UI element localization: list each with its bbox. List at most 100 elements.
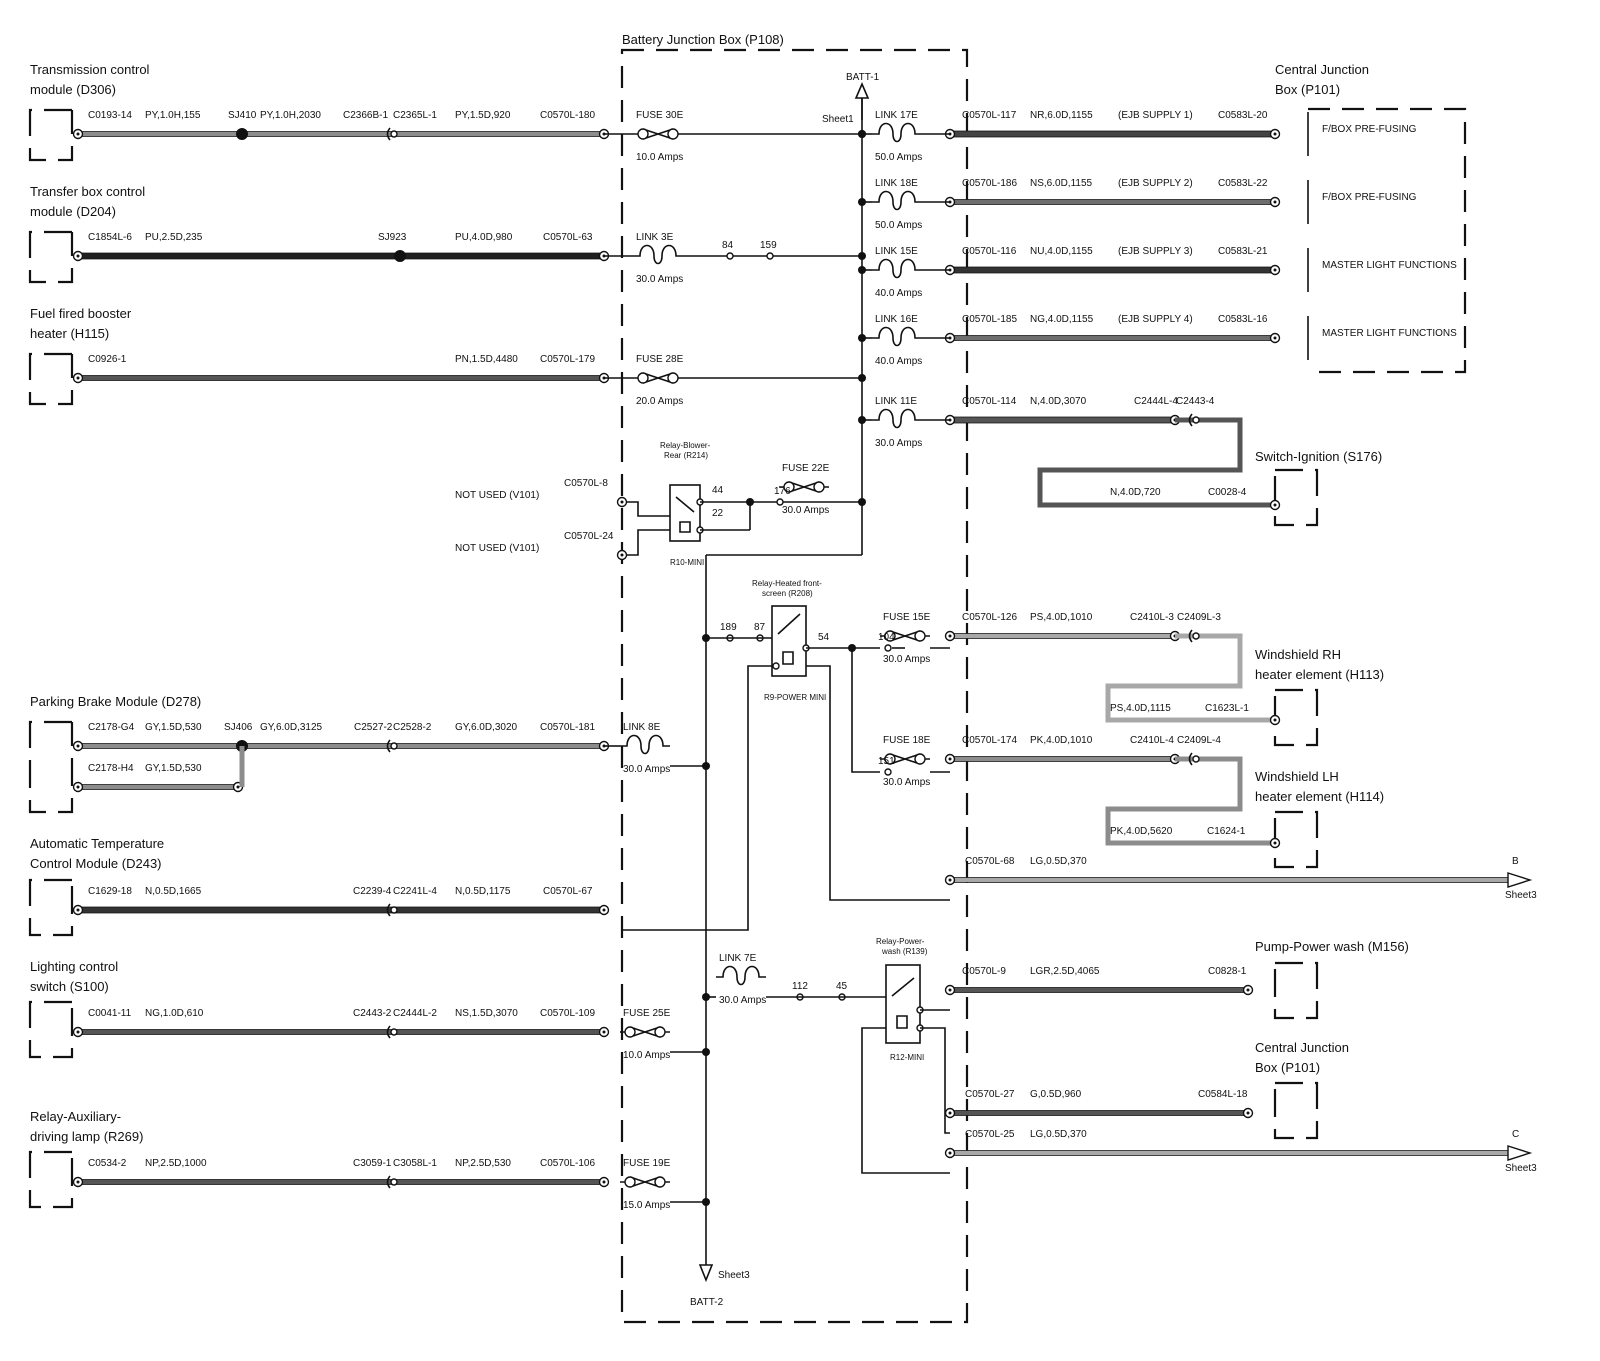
fusible-link-icon [633, 244, 683, 265]
pin-label: 176 [774, 486, 791, 497]
inline-connector-icon [386, 127, 391, 141]
wire-label: LG,0.5D,370 [1030, 856, 1087, 867]
module-label: Box (P101) [1255, 1060, 1320, 1075]
wire-label: NR,6.0D,1155 [1030, 110, 1093, 121]
fuse-end [813, 481, 825, 493]
connector-pin-center [76, 1030, 80, 1034]
connector-pin-center [620, 500, 624, 504]
sheet-ref-label: Sheet3 [1505, 890, 1537, 901]
inline-connector-pin [1192, 416, 1200, 424]
pin-label: 84 [722, 240, 734, 251]
fuse-name: LINK 7E [719, 953, 757, 964]
wire-label: C0570L-27 [965, 1089, 1015, 1100]
bus-wire [626, 501, 670, 517]
inline-connector-icon [386, 903, 391, 917]
sheet3-label-bottom: Sheet3 [718, 1270, 750, 1281]
sheet3-arrow-icon [1507, 1145, 1533, 1161]
pin-label: 45 [836, 981, 848, 992]
wire-label: C0570L-116 [962, 246, 1017, 257]
pin-label: 159 [760, 240, 777, 251]
junction-node [858, 416, 866, 424]
fuse-end [884, 753, 896, 765]
wire-label: C0570L-186 [962, 178, 1017, 189]
fuse-name: LINK 17E [875, 110, 918, 121]
fuse-rating: 10.0 Amps [636, 152, 683, 163]
wire-label: C0583L-20 [1218, 110, 1268, 121]
connector-pin-center [1273, 336, 1277, 340]
wire-label: N,4.0D,3070 [1030, 396, 1087, 407]
connector-pin-center [1273, 841, 1277, 845]
fuse-name: LINK 11E [875, 396, 917, 407]
connector-pin-center [1273, 268, 1277, 272]
module-box [28, 720, 74, 814]
wire-label: C0570L-63 [543, 232, 593, 243]
wire-label: LGR,2.5D,4065 [1030, 966, 1100, 977]
junction-node [394, 250, 406, 262]
connector-pin-center [948, 757, 952, 761]
module-box [1273, 1081, 1319, 1140]
junction-node [702, 1198, 710, 1206]
fuse-end [637, 372, 649, 384]
wire-label: C0570L-180 [540, 110, 595, 121]
bus-wire [851, 648, 880, 773]
wire-label: C0570L-68 [965, 856, 1015, 867]
wire-label: C2528-2 [393, 722, 432, 733]
fuse-name: FUSE 25E [623, 1008, 671, 1019]
junction-node [858, 252, 866, 260]
connector-pin-center [1246, 1111, 1250, 1115]
bus-wire [920, 1027, 950, 1134]
wire-label: C0570L-106 [540, 1158, 595, 1169]
connector-pin-center [76, 785, 80, 789]
module-label: heater element (H113) [1255, 667, 1384, 682]
wire-label: C0041-11 [88, 1008, 132, 1019]
module-label: driving lamp (R269) [30, 1129, 143, 1144]
connector-pin-center [236, 785, 240, 789]
module-label: switch (S100) [30, 979, 109, 994]
wire-label: C0534-2 [88, 1158, 127, 1169]
junction-node [858, 130, 866, 138]
relay-switch-icon [675, 496, 695, 533]
inline-connector-pin [1192, 755, 1200, 763]
inline-connector-icon [386, 1025, 391, 1039]
relay-label: screen (R208) [762, 589, 813, 598]
module-box [1273, 810, 1319, 869]
wire-label: NS,6.0D,1155 [1030, 178, 1093, 189]
junction-node [702, 634, 710, 642]
wire-label: C2443-2 [353, 1008, 392, 1019]
relay-switch-icon [777, 613, 801, 665]
batt2-label: BATT-2 [690, 1297, 724, 1308]
bjb-title: Battery Junction Box (P108) [622, 32, 784, 47]
relay-pin [772, 662, 780, 670]
inline-connector-icon [386, 739, 391, 753]
connector-label: C1623L-1 [1205, 703, 1249, 714]
wire-label: PK,4.0D,1010 [1030, 735, 1093, 746]
module-box [28, 1000, 74, 1059]
fuse-rating: 30.0 Amps [875, 438, 922, 449]
cjb-item-label: F/BOX PRE-FUSING [1322, 124, 1417, 135]
wire-label: PU,2.5D,235 [145, 232, 203, 243]
not-used-label: NOT USED (V101) [455, 543, 539, 554]
inline-connector-pin [390, 742, 398, 750]
fusible-link-icon [872, 122, 922, 143]
junction-node [746, 498, 754, 506]
wire-label: C0570L-126 [962, 612, 1017, 623]
wire-label: C0570L-179 [540, 354, 595, 365]
connector-pin-center [76, 1180, 80, 1184]
module-label: Control Module (D243) [30, 856, 162, 871]
connector-pin-center [1246, 988, 1250, 992]
wire-label: NS,1.5D,3070 [455, 1008, 518, 1019]
module-label: module (D204) [30, 204, 116, 219]
cjb-item-label: F/BOX PRE-FUSING [1322, 192, 1417, 203]
fuse-name: FUSE 15E [883, 612, 931, 623]
module-label: Transmission control [30, 62, 150, 77]
fusible-link-icon [872, 326, 922, 347]
wire-label: PY,1.5D,920 [455, 110, 511, 121]
fuse-end [637, 128, 649, 140]
wire-label: C2444L-2 [393, 1008, 437, 1019]
wire-label: C0583L-16 [1218, 314, 1268, 325]
inline-connector-pin [390, 1178, 398, 1186]
wire-label: C2366B-1 [343, 110, 388, 121]
wire-label: C2178-G4 [88, 722, 135, 733]
connector-pin-center [602, 1030, 606, 1034]
wire-label: C0583L-22 [1218, 178, 1268, 189]
